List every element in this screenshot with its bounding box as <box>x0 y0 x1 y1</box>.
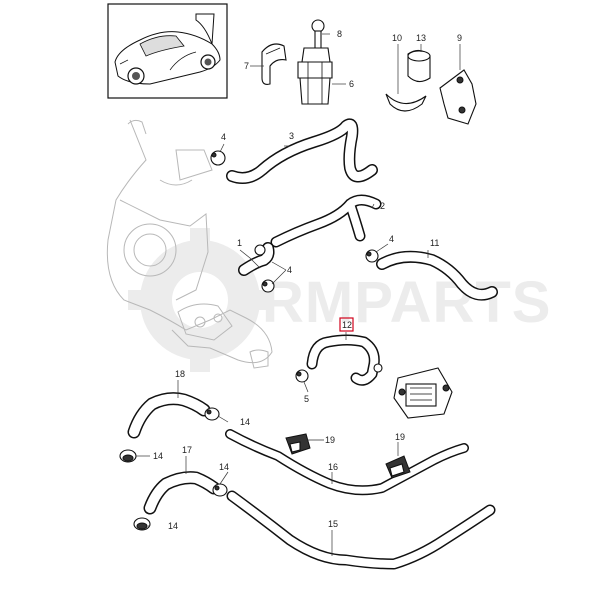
hose-15 <box>226 490 496 570</box>
hose-3 <box>226 118 378 184</box>
hose-18 <box>127 392 211 439</box>
clamp-5 <box>295 369 309 383</box>
highlight-box-12 <box>339 317 354 332</box>
part-6-clip <box>297 47 333 105</box>
callout-4-right: 4 <box>389 234 394 244</box>
callout-14-a: 14 <box>240 417 250 427</box>
clamp-14-d <box>133 517 151 531</box>
clamp-4-mid <box>261 279 275 293</box>
hose-2 <box>270 194 382 248</box>
leader-lines <box>136 33 461 556</box>
watermark: RMPARTS <box>128 228 551 372</box>
clamp-14-a <box>204 407 220 421</box>
clamp-14-b <box>119 449 137 463</box>
part-13-clip <box>407 49 431 83</box>
callout-2: 2 <box>380 201 385 211</box>
clamp-4-top <box>210 150 226 166</box>
vehicle-thumbnail <box>107 3 228 99</box>
engine-block-ghost <box>106 119 273 369</box>
callout-19-a: 19 <box>325 435 335 445</box>
clamp-4-right <box>365 249 379 263</box>
callout-14-c: 14 <box>219 462 229 472</box>
callout-16: 16 <box>328 462 338 472</box>
callout-1: 1 <box>237 238 242 248</box>
hose-11 <box>376 250 498 301</box>
callout-labels: 8 7 6 10 13 9 3 4 2 1 4 4 11 12 5 18 14 … <box>153 29 462 531</box>
callout-14-b: 14 <box>153 451 163 461</box>
part-8-bolt <box>311 19 325 50</box>
callout-14-d: 14 <box>168 521 178 531</box>
callout-9: 9 <box>457 33 462 43</box>
callout-13: 13 <box>416 33 426 43</box>
callout-10: 10 <box>392 33 402 43</box>
callout-5: 5 <box>304 394 309 404</box>
car-icon <box>114 13 221 85</box>
callout-12: 12 <box>342 320 352 330</box>
part-9-bracket <box>439 69 477 125</box>
callout-11: 11 <box>430 238 439 248</box>
clamp-14-c <box>212 483 228 497</box>
part-1-elbow <box>238 242 275 276</box>
callout-19-b: 19 <box>395 432 405 442</box>
hose-16 <box>225 429 469 496</box>
callout-4-mid: 4 <box>287 265 292 275</box>
callout-4-top: 4 <box>221 132 226 142</box>
callout-6: 6 <box>349 79 354 89</box>
hose-12 <box>306 334 383 386</box>
part-7-bracket <box>261 43 287 85</box>
callout-17: 17 <box>182 445 192 455</box>
callout-8: 8 <box>337 29 342 39</box>
watermark-gear-icon <box>128 228 272 372</box>
part-10-clamp <box>385 93 427 112</box>
callout-7: 7 <box>244 61 249 71</box>
hose-17 <box>143 471 221 515</box>
clip-19-left <box>285 433 311 455</box>
callout-18: 18 <box>175 369 185 379</box>
callout-15: 15 <box>328 519 338 529</box>
callout-3: 3 <box>289 131 294 141</box>
clip-19-right <box>385 455 411 479</box>
oil-cooler <box>393 367 453 419</box>
watermark-text: RMPARTS <box>262 270 551 335</box>
